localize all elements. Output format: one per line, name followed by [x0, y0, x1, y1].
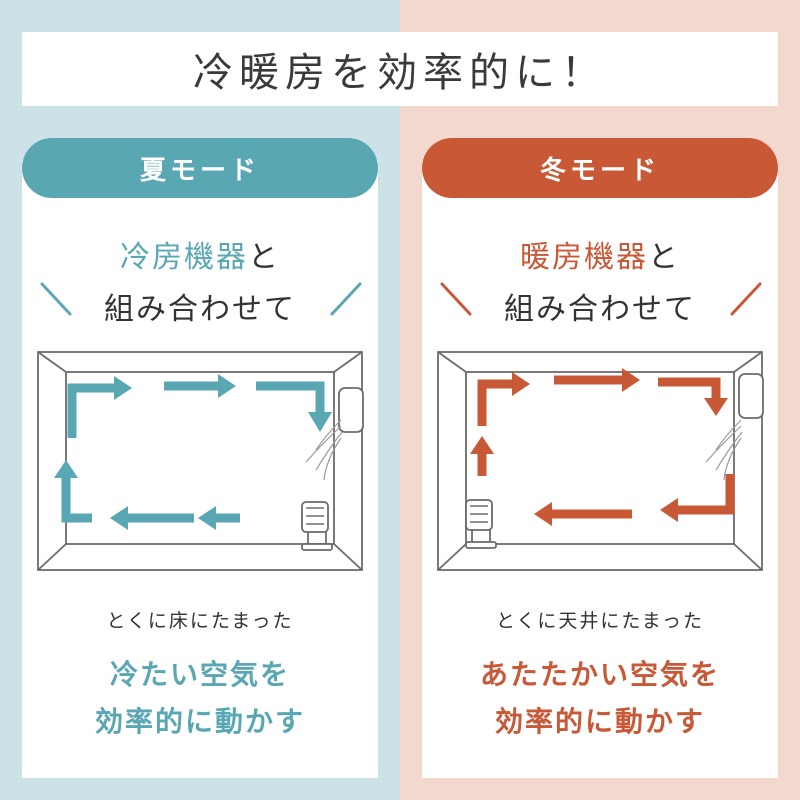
winter-right-slash-icon	[730, 282, 762, 316]
winter-heading-line1: 暖房機器と	[422, 232, 778, 276]
winter-heading-device: 暖房機器	[520, 240, 648, 275]
winter-left-slash-icon	[440, 282, 472, 316]
summer-card	[22, 160, 378, 778]
summer-heading-device: 冷房機器	[120, 240, 248, 275]
summer-emphasis-line2: 効率的に動かす	[94, 705, 305, 738]
summer-right-slash-icon	[330, 282, 362, 316]
summer-left-slash-icon	[40, 282, 72, 316]
winter-heading-suffix: と	[648, 240, 680, 275]
summer-mode-label: 夏モード	[139, 155, 260, 186]
title-banner: 冷暖房を効率的に！	[22, 32, 778, 106]
winter-mode-label: 冬モード	[539, 155, 660, 186]
winter-subtitle: とくに天井にたまった	[495, 610, 705, 632]
circulator-fan-icon	[465, 499, 497, 549]
winter-room-diagram	[437, 351, 764, 571]
summer-heading-line2: 組み合わせて	[104, 292, 296, 327]
summer-room-diagram	[37, 351, 364, 571]
summer-emphasis-line1: 冷たい空気を	[109, 658, 290, 691]
circulator-fan-icon	[301, 501, 333, 551]
summer-heading-suffix: と	[248, 240, 280, 275]
winter-mode-badge: 冬モード	[422, 138, 778, 198]
winter-emphasis-line1: あたたかい空気を	[479, 658, 720, 691]
winter-heading-line2: 組み合わせて	[504, 292, 696, 327]
summer-heading-line1: 冷房機器と	[22, 232, 378, 276]
summer-subtitle: とくに床にたまった	[106, 610, 294, 632]
air-conditioner-icon	[305, 387, 364, 481]
summer-mode-badge: 夏モード	[22, 138, 378, 198]
page-title: 冷暖房を効率的に！	[193, 50, 607, 96]
winter-emphasis-line2: 効率的に動かす	[494, 705, 705, 738]
heater-icon	[705, 373, 764, 481]
